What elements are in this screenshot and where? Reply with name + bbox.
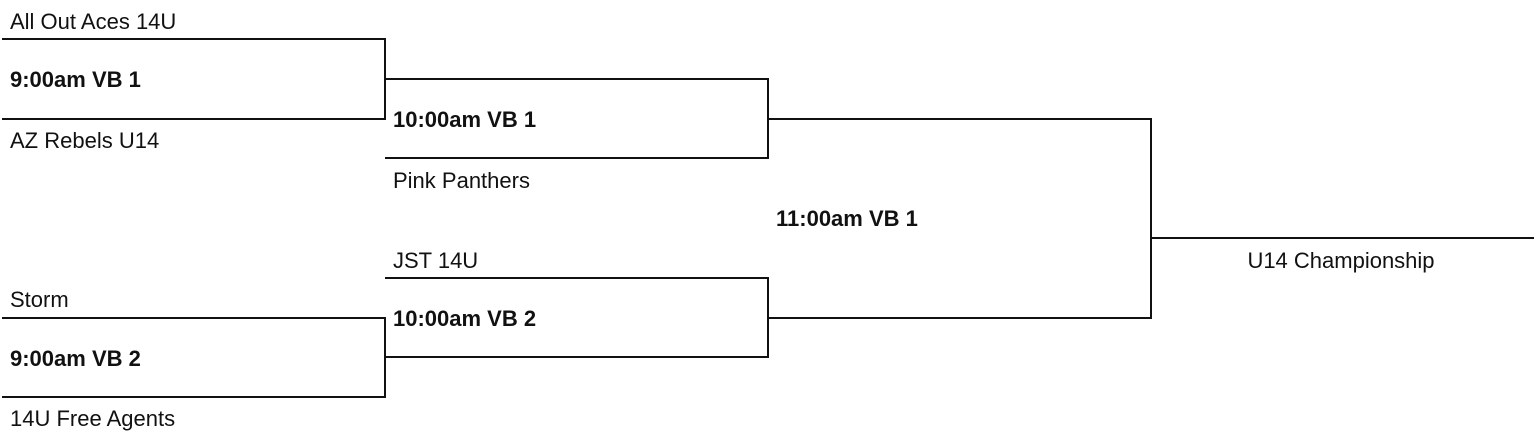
- r1-bottom-team2: 14U Free Agents: [10, 406, 176, 431]
- r1-bottom-team1: Storm: [10, 287, 69, 312]
- final-bracket-line: [768, 118, 1152, 319]
- r2-top-game-time: 10:00am VB 1: [393, 107, 537, 132]
- r1-bottom-game-time: 9:00am VB 2: [10, 346, 141, 371]
- r2-bottom-game-time: 10:00am VB 2: [393, 306, 537, 331]
- championship-title: U14 Championship: [1247, 248, 1435, 273]
- r2-top-team2: Pink Panthers: [393, 168, 530, 193]
- r2-bottom-team1: JST 14U: [393, 248, 479, 273]
- r1-top-game-time: 9:00am VB 1: [10, 67, 141, 92]
- r1-top-team1: All Out Aces 14U: [10, 9, 177, 34]
- r1-top-team2: AZ Rebels U14: [10, 128, 160, 153]
- final-game-time: 11:00am VB 1: [776, 206, 918, 231]
